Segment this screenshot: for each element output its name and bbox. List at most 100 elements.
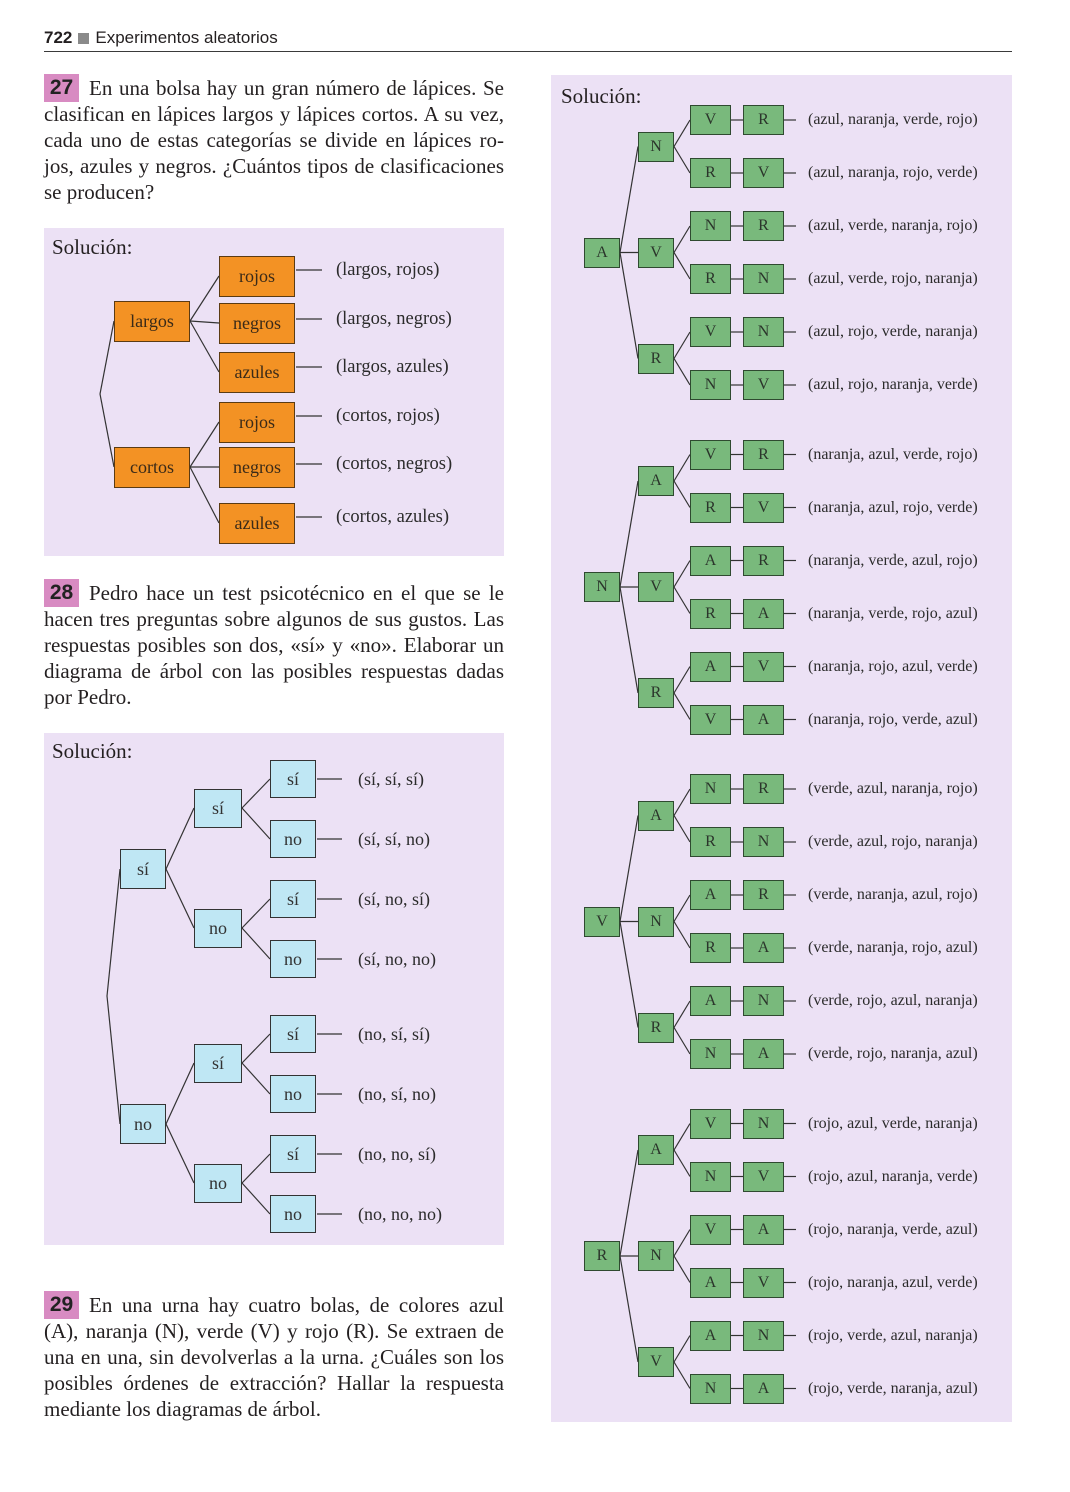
page-number: 722: [44, 28, 73, 47]
section-title: Experimentos aleatorios: [95, 28, 278, 47]
connector-line: [673, 358, 691, 386]
answer-sequence-result: (sí, no, no): [358, 949, 436, 969]
connector-line: [673, 454, 691, 482]
color-category-box: negros: [219, 302, 295, 344]
extraction-order-result: (verde, naranja, rojo, azul): [808, 939, 978, 956]
ball-color-box: A: [690, 1320, 731, 1351]
ball-color-box: R: [690, 827, 731, 857]
connector-line: [673, 921, 691, 949]
connector-line: [673, 480, 691, 508]
connector-line: [673, 666, 691, 694]
ball-color-box: V: [690, 1108, 731, 1139]
ball-color-box: R: [690, 264, 731, 294]
ball-color-box: A: [690, 986, 731, 1016]
ball-color-box: N: [690, 370, 731, 400]
ball-color-box: N: [690, 1039, 731, 1069]
ball-color-box: A: [690, 651, 731, 682]
connector-line: [673, 119, 691, 147]
ball-color-box: V: [690, 105, 731, 135]
extraction-order-result: (rojo, naranja, verde, azul): [808, 1220, 978, 1238]
length-category-box: cortos: [114, 446, 190, 488]
ball-color-box: A: [743, 598, 784, 629]
problem-number-badge: 28: [44, 579, 79, 607]
connector-line: [673, 1255, 691, 1283]
problem-text-line: diagrama de árbol con las posibles respu…: [44, 659, 504, 683]
problem-text-line: se producen?: [44, 180, 155, 204]
extraction-order-result: (azul, verde, rojo, naranja): [808, 270, 978, 287]
ball-color-box: V: [743, 492, 784, 523]
answer-sequence-result: (sí, sí, sí): [358, 769, 425, 789]
extraction-order-result: (azul, verde, naranja, rojo): [808, 217, 978, 234]
ball-color-box: V: [743, 1267, 784, 1298]
problem-text-line: mediante los diagramas de árbol.: [44, 1397, 321, 1421]
problem-text-line: En una bolsa hay un gran número de lápic…: [89, 76, 504, 100]
running-header: 722 Experimentos aleatorios: [44, 28, 278, 48]
connector-line: [241, 927, 271, 960]
ball-color-box: N: [743, 1108, 784, 1139]
connector-line: [106, 995, 121, 1125]
answer-box: no: [194, 1163, 242, 1203]
ball-color-box: R: [638, 1012, 674, 1043]
ball-color-box: N: [638, 131, 674, 162]
connector-line: [165, 807, 195, 870]
problem-text-line: hacen tres preguntas sobre algunos de su…: [44, 607, 504, 631]
ball-color-box: N: [690, 1373, 731, 1404]
ball-color-box: R: [743, 545, 784, 576]
problem-text-line: respuestas posibles son dos, «sí» y «no»…: [44, 633, 504, 657]
ball-color-box: R: [743, 105, 784, 135]
ball-color-box: A: [690, 545, 731, 576]
problem-number-badge: 27: [44, 74, 79, 102]
ball-color-box: R: [743, 439, 784, 470]
answer-box: no: [194, 908, 242, 948]
answer-box: sí: [120, 849, 166, 889]
answer-box: no: [120, 1104, 166, 1144]
ball-color-box: V: [638, 237, 674, 268]
color-category-box: negros: [219, 446, 295, 488]
extraction-order-result: (azul, rojo, verde, naranja): [808, 323, 978, 340]
color-category-box: rojos: [219, 255, 295, 297]
ball-color-box: R: [690, 933, 731, 963]
extraction-order-result: (verde, naranja, azul, rojo): [808, 886, 978, 903]
extraction-order-result: (azul, naranja, verde, rojo): [808, 111, 978, 128]
extraction-order-result: (naranja, verde, rojo, azul): [808, 604, 978, 622]
length-category-box: largos: [114, 300, 190, 342]
extraction-order-result: (rojo, verde, azul, naranja): [808, 1326, 978, 1344]
answer-box: sí: [270, 760, 316, 798]
problem-number-badge: 29: [44, 1291, 79, 1319]
connector-line: [673, 225, 691, 253]
ball-color-box: R: [638, 678, 674, 708]
connector-line: [241, 898, 271, 929]
problem-text-line: una en una, sin devolverlas a la urna. ¿…: [44, 1345, 504, 1369]
connector-line: [673, 331, 691, 359]
connector-line: [673, 1361, 691, 1389]
problem-27: 27 En una bolsa hay un gran número de lá…: [44, 74, 504, 205]
extraction-order-result: (naranja, azul, rojo, verde): [808, 498, 978, 516]
connector-line: [673, 1149, 691, 1177]
problem-text-line: (A), naranja (N), verde (V) y rojo (R). …: [44, 1319, 504, 1343]
problem-text-line: cada uno de estas categorías se divide e…: [44, 128, 504, 152]
solution-label: Solución:: [52, 739, 133, 763]
ball-color-box: V: [743, 158, 784, 188]
extraction-order-result: (rojo, naranja, azul, verde): [808, 1273, 978, 1291]
section-marker-square-icon: [78, 33, 90, 44]
ball-color-box: R: [690, 158, 731, 188]
connector-line: [241, 1062, 271, 1095]
answer-box: sí: [270, 1135, 316, 1173]
connector-line: [165, 868, 195, 929]
ball-color-box: V: [690, 704, 731, 735]
connector-line: [673, 252, 691, 280]
connector-line: [241, 778, 271, 809]
connector-line: [619, 586, 639, 694]
ball-color-box: R: [743, 774, 784, 804]
answer-box: sí: [194, 1043, 242, 1083]
connector-line: [619, 480, 639, 588]
connector-line: [619, 921, 639, 1028]
connector-line: [673, 692, 691, 720]
answer-box: no: [270, 820, 316, 858]
connector-line: [673, 788, 691, 816]
ball-color-box: A: [638, 1135, 674, 1165]
connector-line: [673, 1027, 691, 1055]
connector-line: [189, 275, 220, 322]
ball-color-box: N: [743, 264, 784, 294]
